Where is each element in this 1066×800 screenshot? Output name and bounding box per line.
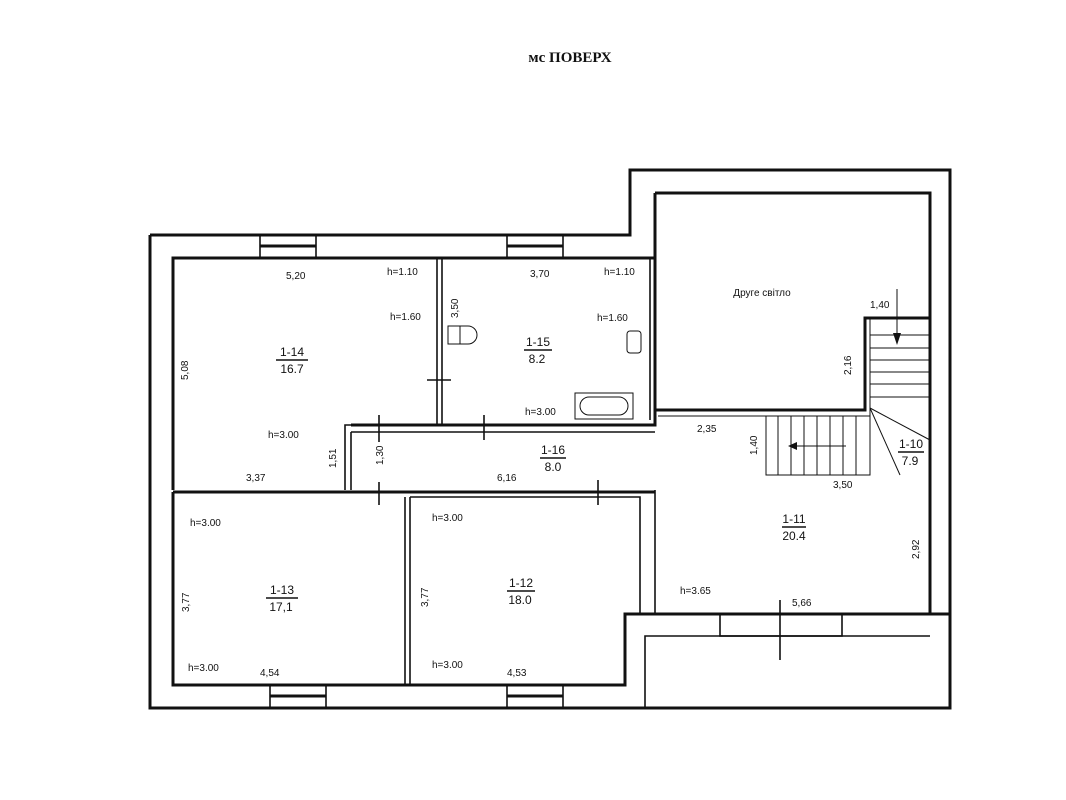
- height-note: h=1.60: [597, 313, 628, 324]
- room-1-12-label: 1-12 18.0: [507, 576, 535, 607]
- room-area: 7.9: [902, 454, 919, 468]
- sink-icon: [626, 330, 642, 354]
- void-boundary: [653, 193, 930, 412]
- room-1-11-label: 1-11 20.4: [782, 512, 806, 543]
- dimension: 3,50: [450, 298, 461, 318]
- dimension: 3,37: [246, 473, 266, 484]
- room-area: 17,1: [269, 600, 293, 614]
- stair-arrow-down-icon: [893, 289, 901, 345]
- room-id: 1-16: [541, 443, 565, 457]
- height-note: h=3.00: [432, 660, 463, 671]
- dimension: 2,16: [843, 355, 854, 375]
- toilet-icon: [447, 325, 478, 345]
- height-note: h=3.65: [680, 586, 711, 597]
- dimension: 3,70: [530, 269, 550, 280]
- staircase-upper: [869, 318, 931, 476]
- room-id: 1-14: [280, 345, 304, 359]
- room-1-14-notch: [344, 424, 442, 490]
- room-id: 1-11: [782, 512, 805, 526]
- room-id: 1-10: [899, 437, 923, 451]
- inner-wall-void: [655, 191, 932, 614]
- window-bottom-1: [269, 684, 327, 709]
- room-id: 1-13: [270, 583, 294, 597]
- window-top-1: [259, 234, 317, 259]
- void-label: Друге світло: [733, 288, 791, 299]
- height-note: h=1.10: [604, 267, 635, 278]
- rooms-13-12-wall: [171, 492, 640, 687]
- room-id: 1-12: [509, 576, 533, 590]
- dimension: 1,40: [749, 435, 760, 455]
- room-1-14-wall: [171, 256, 442, 490]
- room-1-16-label: 1-16 8.0: [540, 443, 566, 474]
- height-note: h=3.00: [268, 430, 299, 441]
- dimension: 1,40: [870, 300, 890, 311]
- plan-title: мс ПОВЕРХ: [528, 50, 611, 66]
- room-1-13-label: 1-13 17,1: [266, 583, 298, 614]
- room-1-14-label: 1-14 16.7: [276, 345, 308, 376]
- window: [719, 613, 843, 637]
- dimension: 2,35: [697, 424, 717, 435]
- stair-arrow-left-icon: [788, 442, 846, 450]
- room-id: 1-15: [526, 335, 550, 349]
- dimension: 1,51: [328, 448, 339, 468]
- dimension: 5,20: [286, 271, 306, 282]
- dimension: 3,50: [833, 480, 853, 491]
- dimension: 3,77: [420, 587, 431, 607]
- room-area: 8.2: [529, 352, 546, 366]
- height-note: h=1.10: [387, 267, 418, 278]
- room-area: 16.7: [280, 362, 304, 376]
- dimension: 5,66: [792, 598, 812, 609]
- window-top-2: [506, 234, 564, 259]
- room-1-10-label: 1-10 7.9: [898, 437, 924, 468]
- dimension: 6,16: [497, 473, 517, 484]
- room-area: 18.0: [508, 593, 532, 607]
- window-bottom-2: [506, 684, 564, 709]
- height-note: h=3.00: [190, 518, 221, 529]
- height-note: h=3.00: [432, 513, 463, 524]
- room-1-15-wall: [351, 256, 657, 427]
- dimension: 4,54: [260, 668, 280, 679]
- dimension: 5,08: [180, 360, 191, 380]
- dimension: 4,53: [507, 668, 527, 679]
- dimension: 1,30: [375, 445, 386, 465]
- height-note: h=1.60: [390, 312, 421, 323]
- room-area: 20.4: [782, 529, 806, 543]
- outer-wall: [148, 168, 952, 710]
- height-note: h=3.00: [188, 663, 219, 674]
- height-note: h=3.00: [525, 407, 556, 418]
- dimension: 3,77: [181, 592, 192, 612]
- lower-room: [644, 635, 930, 708]
- room-area: 8.0: [545, 460, 562, 474]
- dimension: 2,92: [911, 539, 922, 559]
- room-1-15-label: 1-15 8.2: [524, 335, 552, 366]
- bathtub-icon: [574, 392, 634, 420]
- room-1-12-wall: [410, 496, 641, 614]
